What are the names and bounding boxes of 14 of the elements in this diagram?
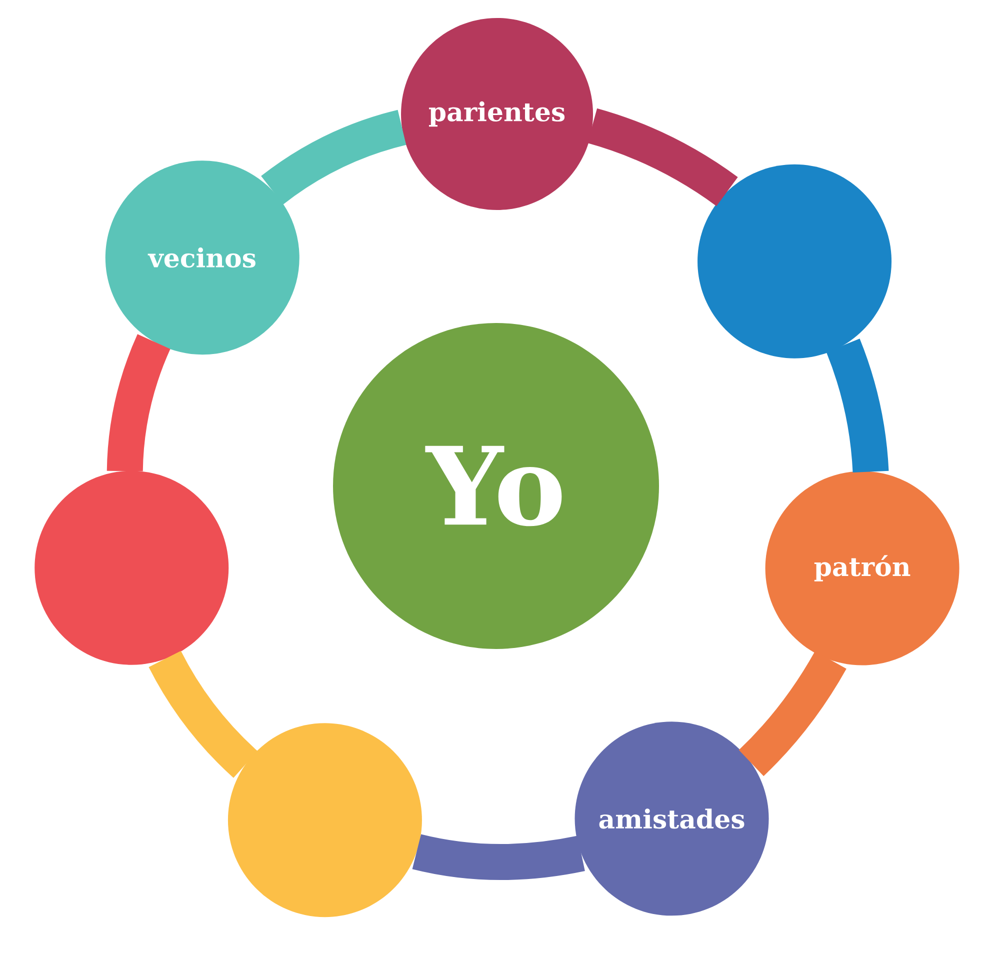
connector-arc: [738, 651, 846, 776]
connector-arc: [826, 338, 889, 473]
circle-node: parientes: [401, 18, 593, 210]
connector-arc: [412, 834, 585, 880]
connector-arc: [587, 108, 738, 206]
circle-node: amistades: [574, 722, 769, 916]
circle-node: vecinos: [105, 160, 300, 355]
connector-arc: [148, 650, 258, 778]
connector-arc: [261, 110, 406, 205]
circle-node: [34, 470, 229, 665]
circle-node: [228, 723, 422, 918]
connector-arc: [106, 334, 170, 472]
circle-node: [698, 164, 892, 358]
circle-node: patrón: [765, 471, 960, 666]
